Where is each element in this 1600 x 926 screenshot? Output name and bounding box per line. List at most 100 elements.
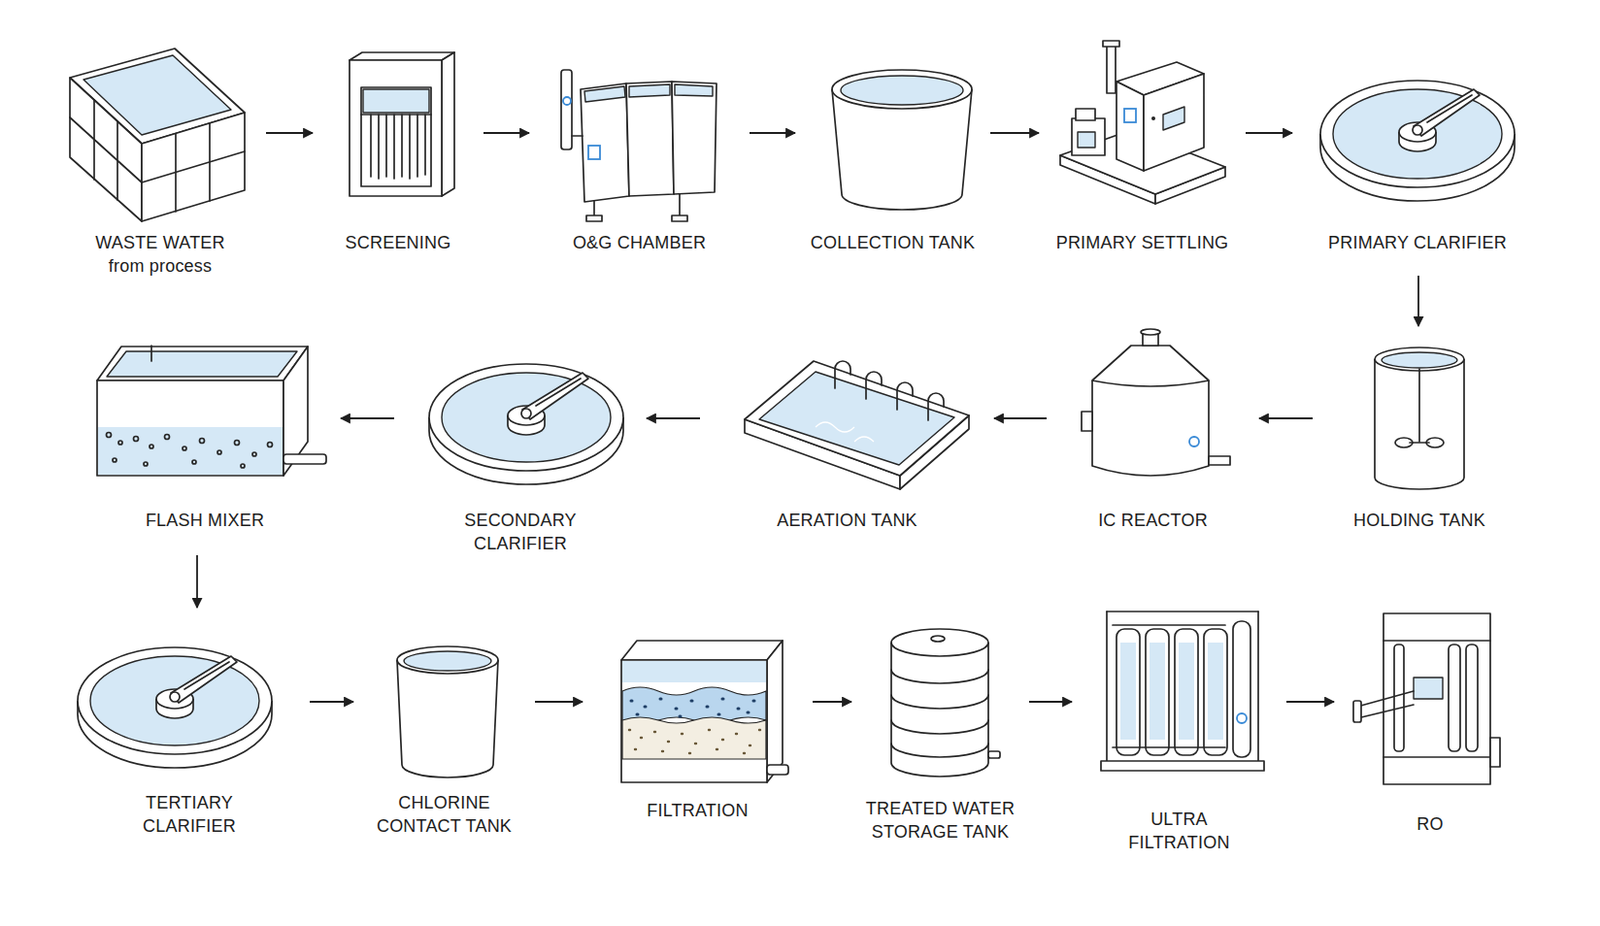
flow-arrow xyxy=(1259,417,1313,420)
storage-tank-icon xyxy=(988,751,1000,759)
flash-mixer-icon xyxy=(165,434,170,440)
unit-label: ULTRA FILTRATION xyxy=(1121,807,1238,855)
oil-grease-chamber-icon xyxy=(563,97,571,105)
reverse-osmosis-skid-icon xyxy=(1357,691,1414,707)
flash-mixer-icon xyxy=(150,345,153,362)
label-block: PRIMARY SETTLING xyxy=(1042,231,1242,255)
reverse-osmosis-skid-icon xyxy=(1466,644,1478,752)
flash-mixer-icon xyxy=(149,444,154,449)
flash-mixer-icon xyxy=(283,454,327,465)
aeration-tank-icon xyxy=(897,382,913,410)
unit-label: FLASH MIXER xyxy=(88,508,322,533)
ultrafiltration-skid-icon xyxy=(1233,621,1251,758)
flash-mixer-icon xyxy=(240,464,245,468)
storage-tank-icon xyxy=(891,669,989,758)
flow-arrow xyxy=(340,417,395,420)
ultrafiltration-skid-icon xyxy=(1105,611,1108,767)
process-unit: WASTE WATERfrom process xyxy=(58,40,263,272)
label-block: WASTE WATERfrom process xyxy=(58,231,263,278)
ultrafiltration-skid-icon xyxy=(1174,629,1199,756)
process-unit: COLLECTION TANK xyxy=(799,40,987,272)
ic-reactor-icon xyxy=(1081,329,1231,476)
ultrafiltration-skid-icon xyxy=(1236,713,1247,724)
filter-bed-icon xyxy=(621,640,789,783)
ic-reactor-icon xyxy=(1208,456,1231,466)
screen-icon xyxy=(370,114,426,179)
reverse-osmosis-skid-icon xyxy=(1394,644,1404,752)
unit-label: WASTE WATER xyxy=(58,231,263,255)
label-block: SECONDARY CLARIFIER xyxy=(398,508,643,556)
chlorine-tank-icon xyxy=(397,646,499,674)
reverse-osmosis-skid-icon xyxy=(1413,677,1443,700)
settling-unit-icon xyxy=(1102,40,1120,47)
aeration-tank-icon xyxy=(834,361,851,389)
flash-mixer-icon xyxy=(267,442,273,448)
settling-unit-icon xyxy=(1077,132,1096,148)
flow-arrow xyxy=(1417,275,1420,327)
chlorine-tank-icon xyxy=(397,660,499,778)
flow-arrow xyxy=(994,417,1047,420)
flow-arrow xyxy=(483,132,530,134)
collection-tank-icon xyxy=(840,75,964,105)
oil-grease-chamber-icon xyxy=(586,215,602,222)
process-unit: IC REACTOR xyxy=(1050,330,1256,552)
ultrafiltration-skid-icon xyxy=(1112,624,1226,627)
oil-grease-chamber-icon xyxy=(571,134,583,137)
flow-arrow xyxy=(812,700,852,703)
flow-arrow xyxy=(1245,132,1293,134)
reverse-osmosis-skid-icon xyxy=(1383,756,1491,759)
wastewater-tank-icon xyxy=(69,77,142,222)
flash-mixer-icon xyxy=(192,460,197,465)
settling-unit-icon xyxy=(1075,108,1096,121)
ultrafiltration-skid-icon xyxy=(1207,642,1224,740)
oil-grease-chamber-icon xyxy=(671,81,717,195)
oil-grease-chamber-icon xyxy=(588,145,600,160)
settling-unit-icon xyxy=(1163,106,1185,131)
ultrafiltration-skid-icon xyxy=(1116,629,1140,756)
settling-unit-icon xyxy=(1071,118,1105,156)
screen-icon xyxy=(349,60,442,197)
filter-bed-icon xyxy=(766,765,789,775)
flow-arrow xyxy=(266,132,313,134)
ultrafiltration-skid-icon xyxy=(1120,642,1136,740)
settling-unit-icon xyxy=(1106,44,1116,94)
filter-bed-icon xyxy=(766,640,783,783)
storage-tank-icon xyxy=(891,642,989,777)
flash-mixer-icon xyxy=(97,346,308,381)
process-unit: FILTRATION xyxy=(586,597,809,845)
ultrafiltration-skid-icon xyxy=(1257,611,1260,767)
settling-unit-icon xyxy=(1060,40,1226,204)
storage-tank-icon xyxy=(931,635,945,642)
ic-reactor-icon xyxy=(1092,380,1209,476)
flash-mixer-icon xyxy=(200,438,205,444)
reverse-osmosis-skid-icon xyxy=(1353,700,1362,723)
holding-tank-icon xyxy=(1374,359,1465,490)
screen-icon xyxy=(441,52,455,197)
flash-mixer-icon xyxy=(112,458,117,463)
ultrafiltration-skid-icon xyxy=(1145,629,1169,756)
process-unit: ULTRA FILTRATION xyxy=(1075,597,1283,845)
aeration-tank-icon xyxy=(928,393,944,421)
unit-label: from process xyxy=(58,254,263,278)
filter-bed-icon xyxy=(621,660,767,783)
chlorine-tank-icon xyxy=(397,646,499,778)
aeration-tank-icon xyxy=(744,361,969,490)
holding-tank-icon xyxy=(1418,368,1421,442)
flow-arrow xyxy=(309,700,354,703)
oil-grease-chamber-icon xyxy=(671,215,688,222)
flash-mixer-icon xyxy=(182,446,187,451)
aeration-tank-icon xyxy=(866,371,882,400)
reverse-osmosis-skid-icon xyxy=(1357,704,1414,719)
screen-icon xyxy=(363,89,430,113)
process-unit: O&G CHAMBER xyxy=(533,40,746,272)
unit-label: COLLECTION TANK xyxy=(799,231,987,255)
ultrafiltration-skid-icon xyxy=(1106,610,1259,613)
aeration-tank-icon xyxy=(815,422,874,442)
flash-mixer-icon xyxy=(97,380,284,476)
reverse-osmosis-skid-icon xyxy=(1448,644,1461,752)
flash-mixer-icon xyxy=(133,436,139,442)
wastewater-tank-icon xyxy=(141,112,245,222)
filter-bed-icon xyxy=(631,699,755,717)
flash-mixer-icon xyxy=(106,351,298,377)
